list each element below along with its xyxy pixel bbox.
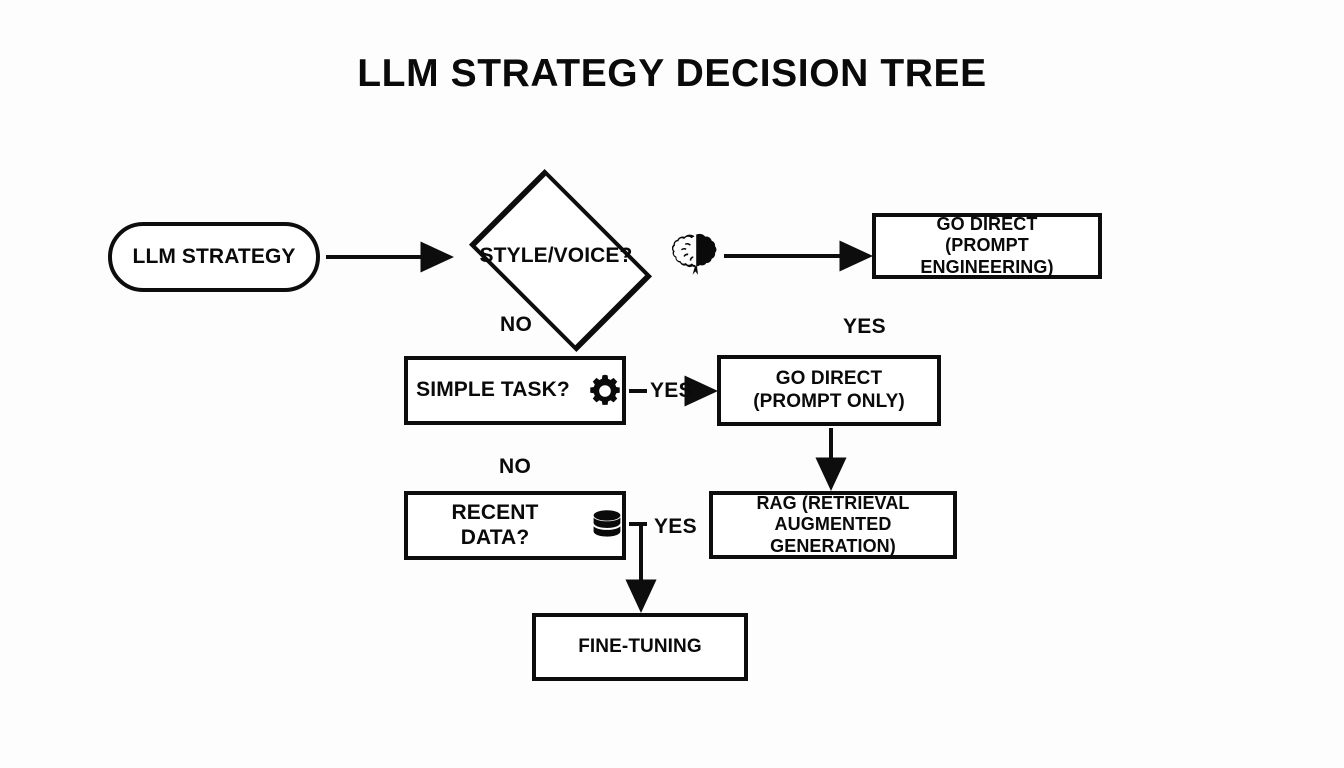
node-fine-tuning-label: FINE-TUNING [578,635,702,657]
brain-icon [671,233,718,275]
node-recent-data-label: RECENT DATA? [451,500,539,549]
edge-label-style-yes: YES [843,315,886,338]
node-simple-task[interactable]: SIMPLE TASK? [404,356,626,425]
node-fine-tuning[interactable]: FINE-TUNING [532,613,748,681]
node-rag[interactable]: RAG (RETRIEVAL AUGMENTED GENERATION) [709,491,957,559]
edge-label-style-no: NO [500,313,533,336]
node-go-direct-prompt-only[interactable]: GO DIRECT (PROMPT ONLY) [717,355,941,426]
node-go-direct-prompt-engineering[interactable]: GO DIRECT (PROMPT ENGINEERING) [872,213,1102,279]
node-style-voice-decision[interactable]: STYLE/VOICE? [452,168,660,352]
node-llm-strategy[interactable]: LLM STRATEGY [108,222,320,292]
node-llm-strategy-label: LLM STRATEGY [132,244,296,268]
page-title: LLM STRATEGY DECISION TREE [357,52,987,95]
node-go-direct-prompt-only-label: GO DIRECT (PROMPT ONLY) [753,368,905,412]
edge-label-simple-no: NO [499,455,532,478]
node-simple-task-label: SIMPLE TASK? [416,378,570,402]
node-style-voice-label: STYLE/VOICE? [479,243,633,267]
node-rag-label: RAG (RETRIEVAL AUGMENTED GENERATION) [756,493,910,556]
edge-label-simple-yes: YES [650,379,693,402]
gear-icon [588,374,622,408]
node-go-direct-prompt-engineering-label: GO DIRECT (PROMPT ENGINEERING) [920,214,1054,277]
node-recent-data[interactable]: RECENT DATA? [404,491,626,560]
edge-label-recent-yes: YES [654,515,697,538]
database-icon [592,509,622,543]
